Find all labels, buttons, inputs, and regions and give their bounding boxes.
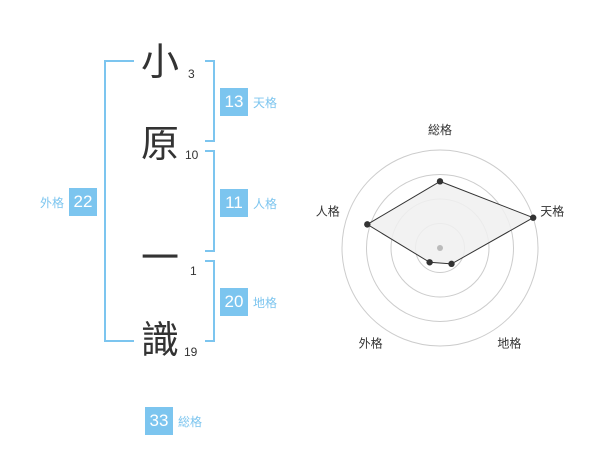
soukaku-label: 総格 [178,414,203,429]
radar-axis-label-4: 人格 [316,204,340,219]
jinkaku-bracket [205,150,215,252]
radar-ring [366,174,514,322]
stroke-count-1: 3 [188,67,195,81]
chikaku-row: 20 地格 [220,288,277,316]
name-char-2: 原 [140,122,179,166]
name-char-4: 識 [140,318,179,362]
radar-point-4 [364,221,371,228]
tenkaku-label: 天格 [253,95,278,110]
soukaku-row: 33 総格 [145,407,202,435]
radar-points [364,178,537,268]
tenkaku-bracket [205,60,215,142]
radar-ring [341,149,539,347]
radar-axis-label-2: 地格 [497,336,521,351]
radar-point-1 [530,214,537,221]
radar-point-0 [436,178,444,185]
gaikaku-row: 外格 22 [40,188,98,216]
name-char-1: 小 [140,40,179,84]
tenkaku-value: 13 [220,88,248,116]
jinkaku-row: 11 人格 [220,189,277,217]
jinkaku-value: 11 [220,189,248,217]
chikaku-bracket [205,260,215,342]
radar-point-3 [426,259,433,266]
stroke-count-2: 10 [185,148,199,162]
radar-point-2 [448,260,455,268]
radar-axis-label-1: 天格 [540,204,564,219]
jinkaku-label: 人格 [253,196,278,211]
radar-axis-label-3: 外格 [359,336,383,351]
chikaku-value: 20 [220,288,248,316]
stroke-count-3: 1 [190,264,197,278]
gaikaku-bracket [104,60,134,342]
radar-axis-label-0: 総格 [428,122,452,137]
gaikaku-label: 外格 [40,195,65,210]
chikaku-label: 地格 [253,295,278,310]
tenkaku-row: 13 天格 [220,88,277,116]
stroke-count-4: 19 [184,345,198,359]
radar-area [366,180,535,265]
name-char-3: 一 [140,236,179,280]
gaikaku-value: 22 [69,188,98,216]
soukaku-value: 33 [145,407,173,435]
radar-center-dot [437,245,443,251]
